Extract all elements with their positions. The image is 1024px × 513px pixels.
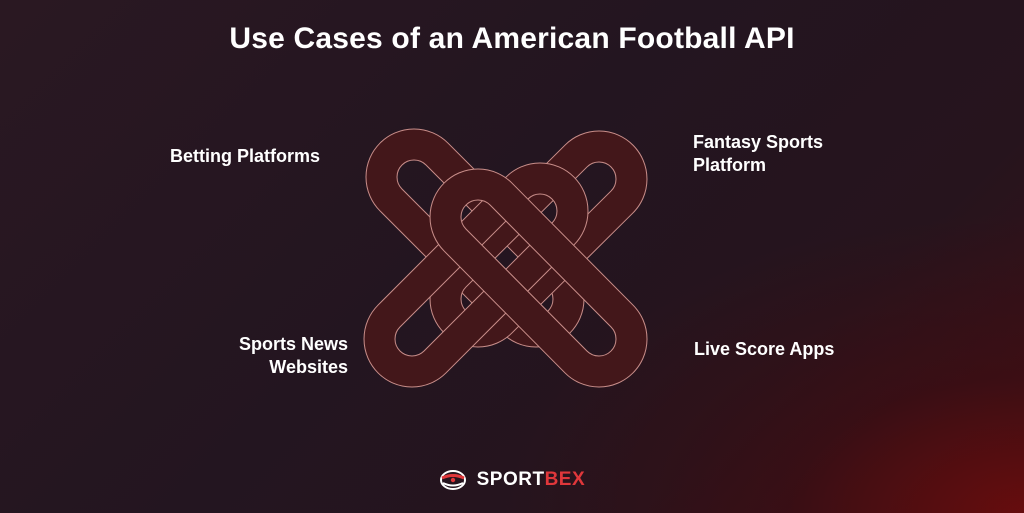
use-case-betting-line-1: Betting Platforms [170,146,321,166]
sportbex-logo-icon [439,470,466,490]
use-case-fantasy-line-1: Fantasy Sports [693,132,824,152]
use-case-fantasy-line-2: Platform [693,155,767,175]
brand-name-part-1: SPORT [476,469,545,490]
use-case-live-score-apps: Live Score Apps [694,338,834,361]
knot-link-bottom-left [363,162,589,388]
knot-link-bottom-right [429,168,648,388]
brand-name-part-2: BEX [544,469,586,490]
use-case-sports-news-websites: Sports News Websites [239,333,348,379]
use-case-fantasy-sports-platform: Fantasy Sports Platform [693,131,823,177]
brand-logo: SPORTBEX [0,469,1024,491]
use-case-news-line-2: Websites [269,357,348,377]
use-case-betting-platforms: Betting Platforms [170,145,320,168]
use-case-live-line-1: Live Score Apps [694,339,835,359]
page-title: Use Cases of an American Football API [229,22,795,55]
knot-links [363,128,648,388]
use-case-news-line-1: Sports News [238,334,348,354]
